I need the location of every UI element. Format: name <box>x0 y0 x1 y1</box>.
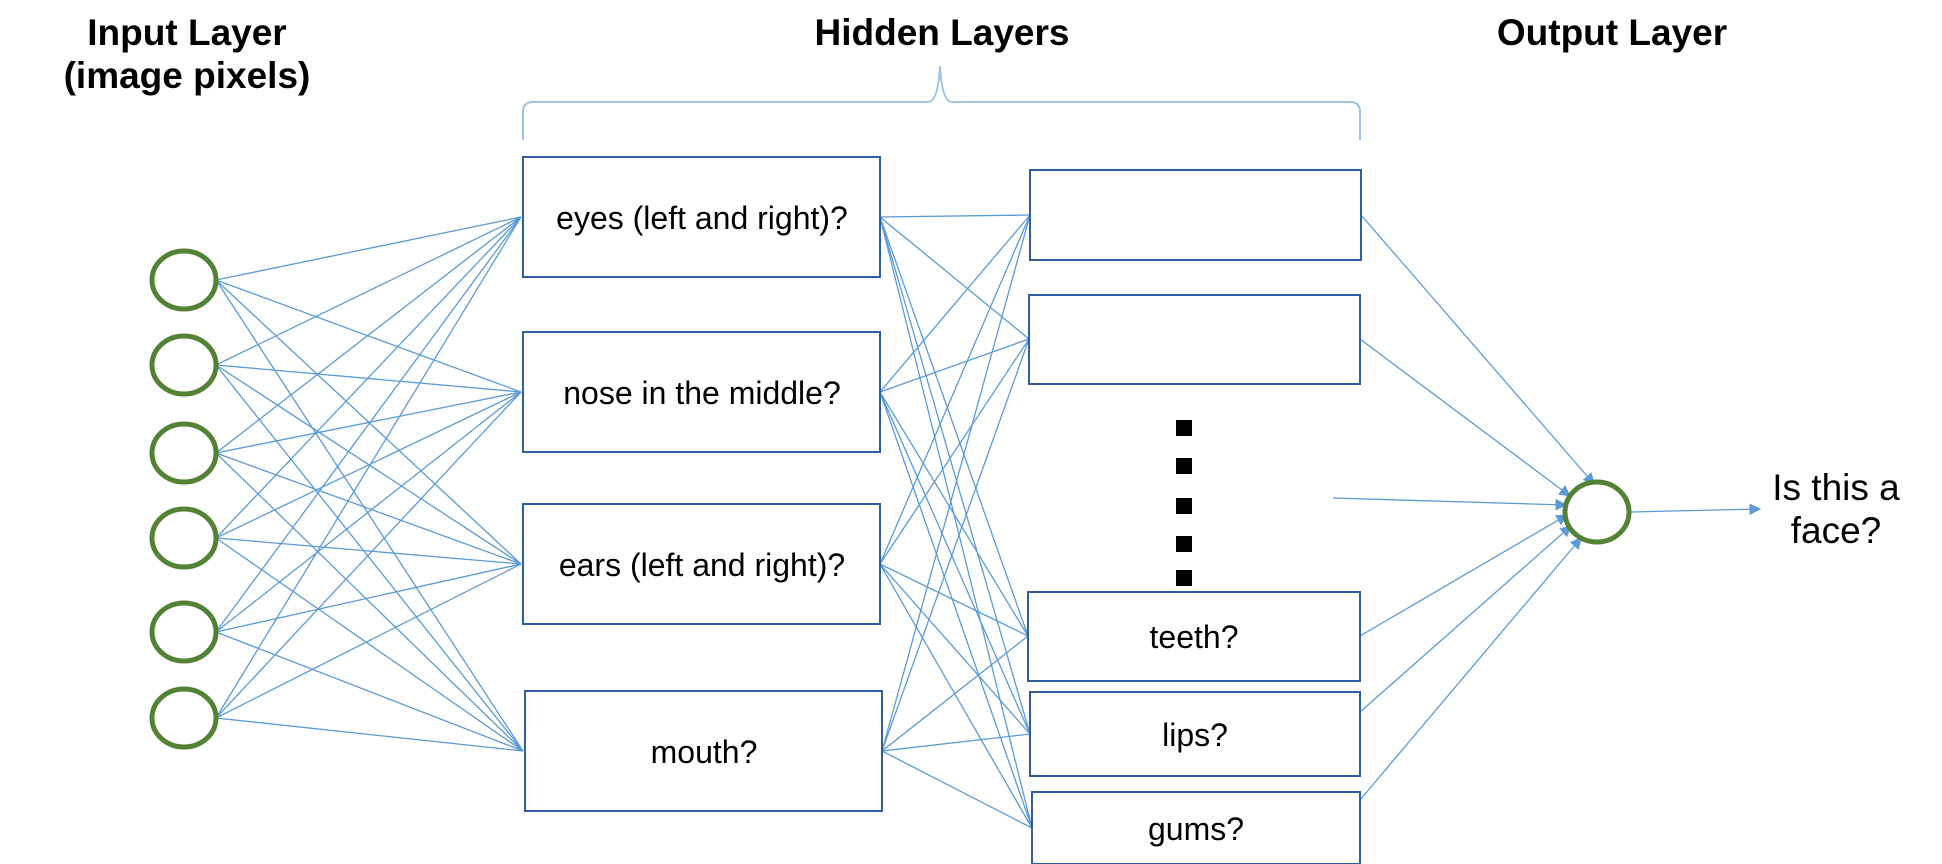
hidden1-to-hidden2-connection <box>879 216 1030 340</box>
feature-box-eyes <box>522 156 881 278</box>
hidden-layer-2: teeth? lips? gums? <box>1027 169 1362 864</box>
hidden-layer-1: eyes (left and right)? nose in the middl… <box>522 156 883 812</box>
feature-box-ears <box>522 503 881 625</box>
input-to-hidden1-connection <box>215 452 524 752</box>
hidden1-to-hidden2-connection <box>879 214 1031 218</box>
hidden2-to-output-arrow <box>1359 537 1582 801</box>
feature-box-blank-1 <box>1029 169 1362 261</box>
hidden1-to-hidden2-connection <box>879 563 1029 637</box>
output-node <box>1562 479 1632 545</box>
input-to-hidden1-connection <box>215 631 524 752</box>
hidden1-to-hidden2-connection <box>881 733 1031 752</box>
input-to-hidden1-connection <box>215 216 522 719</box>
input-node <box>149 333 219 397</box>
hidden1-to-hidden2-connection <box>879 391 1033 829</box>
hidden1-to-hidden2-connection <box>881 750 1033 829</box>
output-layer-heading: Output Layer <box>1497 12 1727 53</box>
hidden1-to-hidden2-connection <box>879 214 1031 565</box>
ellipsis-dot <box>1176 420 1192 436</box>
input-to-hidden1-connection <box>215 364 524 752</box>
hidden-layers-brace <box>522 65 1361 140</box>
input-to-hidden1-connection <box>215 452 522 565</box>
hidden1-to-hidden2-connection <box>881 338 1030 752</box>
ellipsis-dot <box>1176 570 1192 586</box>
output-label-line1: Is this a <box>1772 467 1900 508</box>
hidden1-to-hidden2-connection <box>879 391 1031 735</box>
input-to-hidden1-connection <box>215 563 522 633</box>
output-arrow <box>1630 503 1762 516</box>
feature-box-lips <box>1029 691 1361 777</box>
hidden2-to-output-arrow <box>1332 497 1568 511</box>
hidden1-to-hidden2-connection <box>879 338 1030 393</box>
hidden2-to-output-arrow <box>1360 214 1595 485</box>
input-layer-heading: Input Layer <box>87 12 286 53</box>
feature-label-mouth: mouth? <box>651 734 758 770</box>
input-layer-subheading: (image pixels) <box>64 55 311 96</box>
hidden2-to-output-arrow <box>1359 338 1571 497</box>
input-to-hidden1-connection <box>215 216 522 281</box>
input-to-hidden1-connection <box>215 537 522 565</box>
input-nodes <box>149 248 219 750</box>
input-to-hidden1-connection <box>215 391 522 719</box>
hidden1-to-hidden2-connection <box>879 216 1033 829</box>
input-to-hidden1-connection <box>215 391 522 539</box>
hidden-layers-heading: Hidden Layers <box>815 12 1070 53</box>
input-to-hidden1-connection <box>215 216 522 366</box>
hidden2-to-output-arrow <box>1359 525 1572 713</box>
hidden1-to-hidden2-connection <box>879 216 1029 637</box>
input-to-hidden1-connection <box>215 391 522 454</box>
input-node <box>149 506 219 570</box>
feature-label-lips: lips? <box>1162 717 1228 753</box>
input-to-hidden1-connection <box>215 216 522 454</box>
input-to-hidden1-connection <box>215 279 522 393</box>
input-to-hidden1-connection <box>215 537 524 752</box>
connection-lines <box>215 214 1762 829</box>
input-to-hidden1-connection <box>215 391 522 633</box>
hidden1-to-hidden2-connection <box>879 216 1031 735</box>
hidden1-to-hidden2-connection <box>879 563 1033 829</box>
hidden1-to-hidden2-connection <box>881 214 1031 752</box>
hidden1-to-hidden2-connection <box>879 391 1029 637</box>
feature-box-mouth <box>524 690 883 812</box>
feature-label-teeth: teeth? <box>1150 619 1239 655</box>
ellipsis-dot <box>1176 536 1192 552</box>
hidden1-to-hidden2-connection <box>879 214 1031 393</box>
hidden1-to-hidden2-connection <box>879 563 1031 735</box>
feature-box-nose <box>522 331 881 453</box>
input-to-hidden1-connection <box>215 216 522 633</box>
output-label-line2: face? <box>1791 510 1882 551</box>
input-node <box>149 600 219 664</box>
feature-box-blank-2 <box>1028 294 1361 385</box>
feature-box-gums <box>1031 791 1361 864</box>
input-node <box>149 248 219 312</box>
ellipsis-dot <box>1176 498 1192 514</box>
hidden1-to-hidden2-connection <box>881 635 1029 752</box>
feature-label-nose: nose in the middle? <box>563 375 841 411</box>
feature-box-teeth <box>1027 591 1361 682</box>
feature-label-gums: gums? <box>1148 811 1244 847</box>
input-to-hidden1-connection <box>215 364 522 393</box>
hidden2-to-output-arrow <box>1359 514 1569 637</box>
input-node <box>149 421 219 485</box>
input-to-hidden1-connection <box>215 216 522 539</box>
input-to-hidden1-connection <box>215 717 524 752</box>
hidden1-to-hidden2-connection <box>879 338 1030 565</box>
feature-label-eyes: eyes (left and right)? <box>556 200 848 236</box>
ellipsis-dots <box>1176 420 1192 586</box>
input-to-hidden1-connection <box>215 279 524 752</box>
input-node <box>149 686 219 750</box>
input-to-hidden1-connection <box>215 563 522 719</box>
feature-label-ears: ears (left and right)? <box>559 547 845 583</box>
ellipsis-dot <box>1176 458 1192 474</box>
